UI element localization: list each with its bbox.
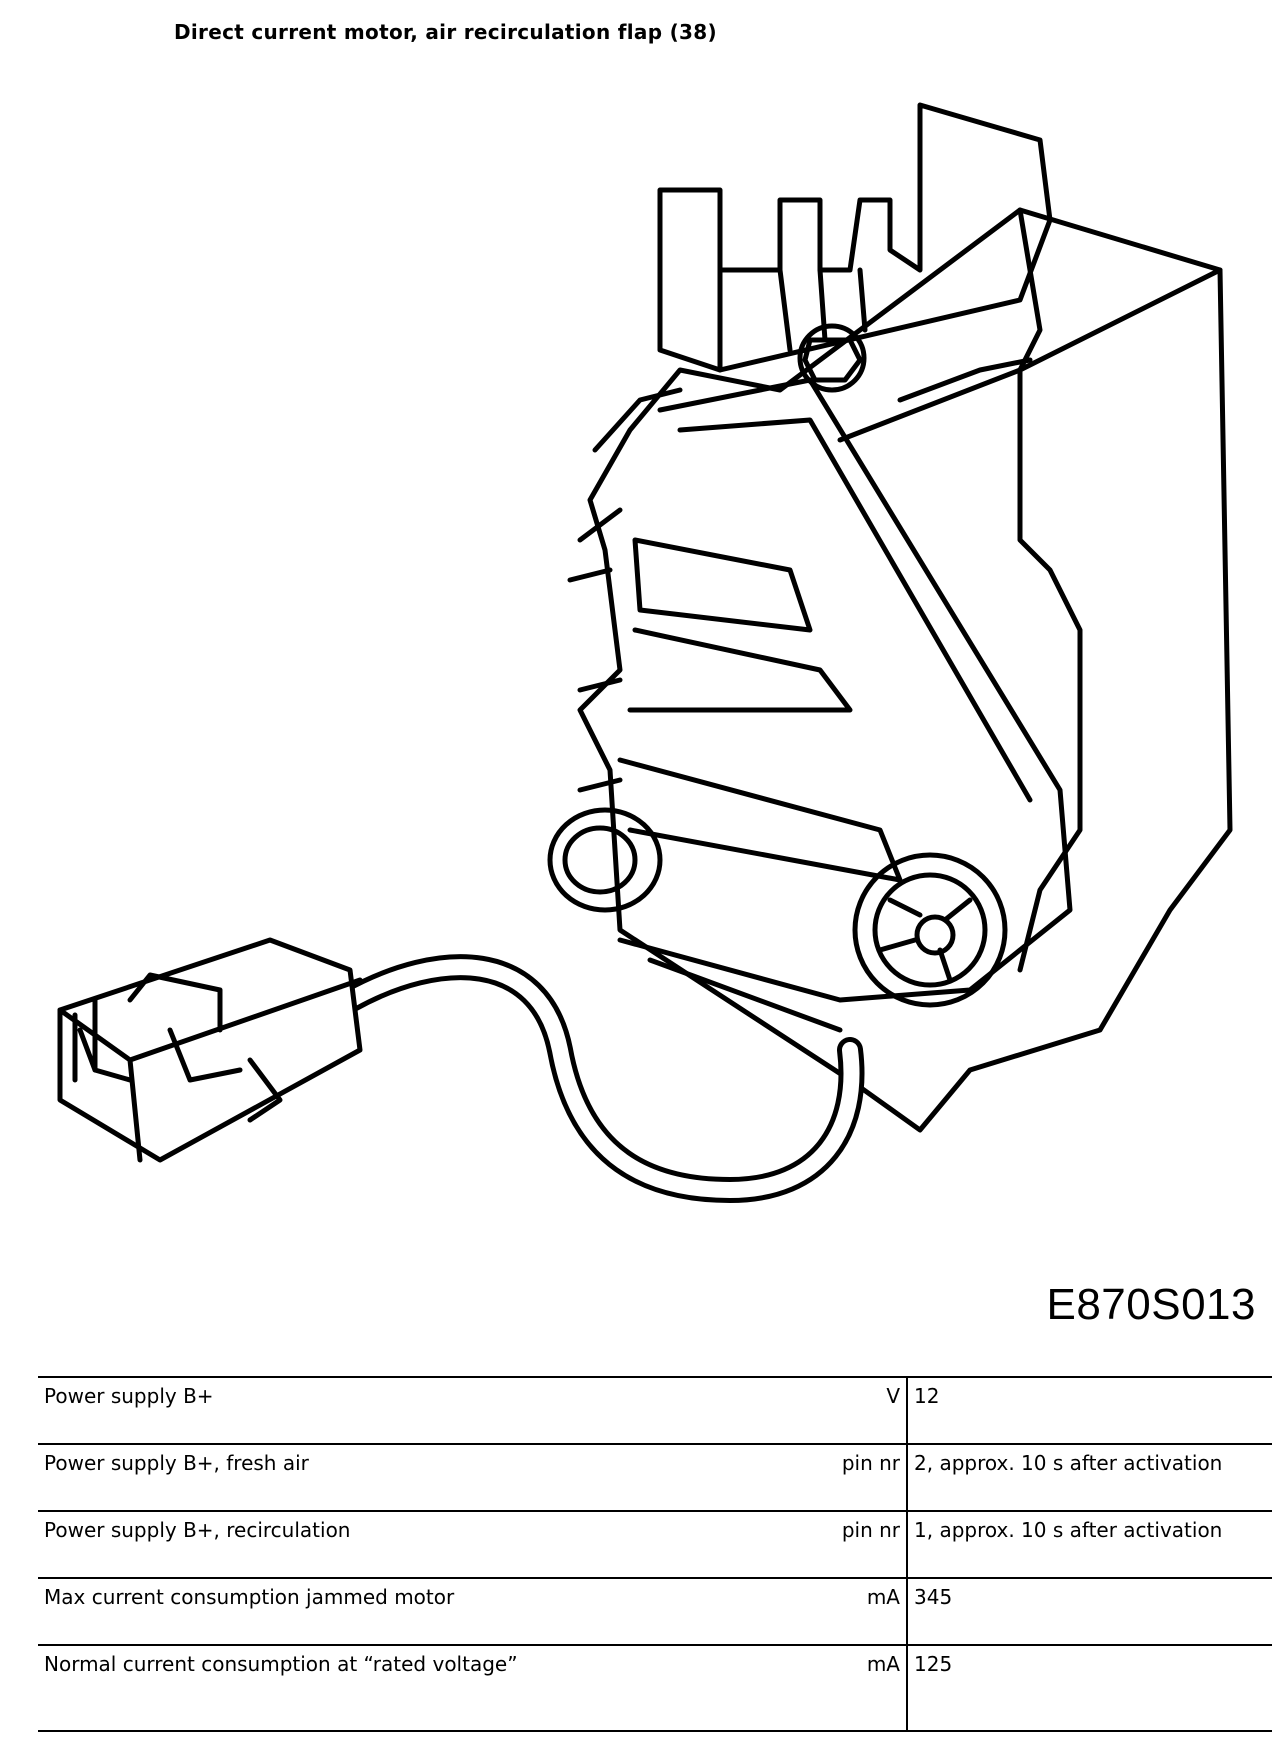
spec-value: 12 (914, 1384, 940, 1408)
spec-value: 1, approx. 10 s after activation (914, 1518, 1223, 1542)
spec-value: 345 (914, 1585, 953, 1609)
spec-value: 125 (914, 1652, 953, 1676)
spec-description: Power supply B+, fresh air (44, 1451, 309, 1475)
spec-unit: pin nr (804, 1444, 908, 1511)
table-row: Max current consumption jammed motor mA … (38, 1578, 1272, 1645)
page-title: Direct current motor, air recirculation … (174, 20, 717, 44)
specifications-table: Power supply B+ V 12 Power supply B+, fr… (38, 1376, 1272, 1732)
spec-unit: mA (804, 1645, 908, 1731)
motor-illustration (20, 70, 1260, 1280)
spec-description: Max current consumption jammed motor (44, 1585, 455, 1609)
spec-unit: mA (804, 1578, 908, 1645)
spec-unit: V (804, 1377, 908, 1444)
figure-id: E870S013 (1046, 1280, 1256, 1329)
spec-unit: pin nr (804, 1511, 908, 1578)
table-row: Power supply B+ V 12 (38, 1377, 1272, 1444)
table-row: Normal current consumption at “rated vol… (38, 1645, 1272, 1731)
table-row: Power supply B+, recirculation pin nr 1,… (38, 1511, 1272, 1578)
spec-description: Power supply B+ (44, 1384, 214, 1408)
spec-description: Power supply B+, recirculation (44, 1518, 351, 1542)
spec-value: 2, approx. 10 s after activation (914, 1451, 1223, 1475)
spec-description: Normal current consumption at “rated vol… (44, 1652, 518, 1676)
table-row: Power supply B+, fresh air pin nr 2, app… (38, 1444, 1272, 1511)
